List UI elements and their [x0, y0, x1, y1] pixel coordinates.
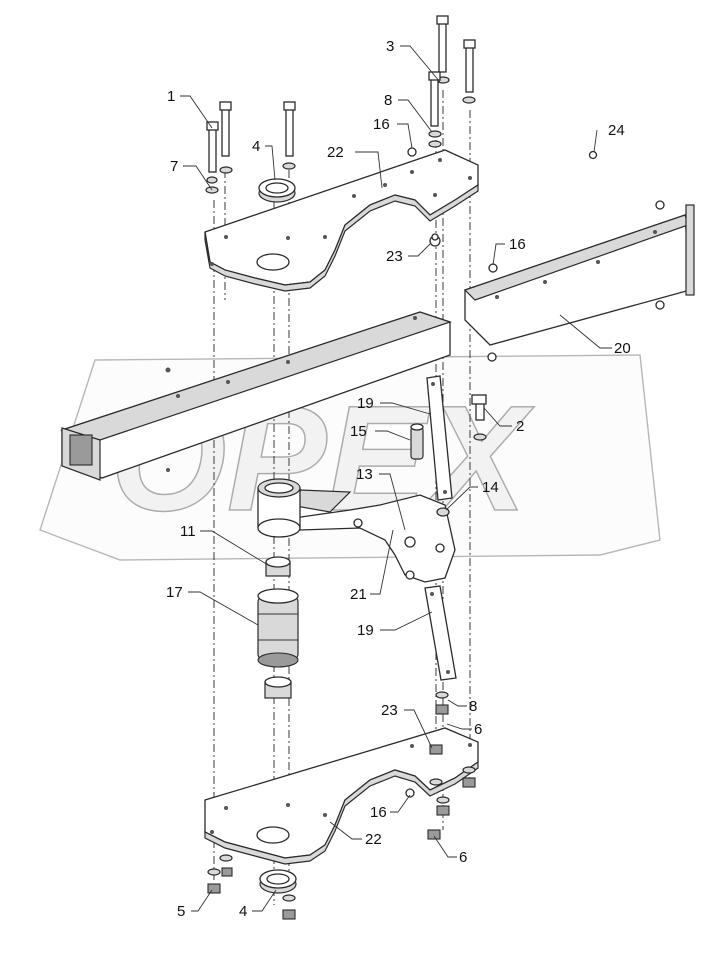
bushing-ring-lower [259, 869, 297, 894]
callout-16-lower: 16 [370, 804, 387, 821]
callout-23-upper: 23 [386, 248, 403, 265]
lower-plate-22 [204, 727, 479, 865]
callout-5: 5 [177, 903, 185, 920]
callout-4-upper: 4 [252, 138, 260, 155]
bolts-upper-right [407, 15, 476, 157]
left-beam [59, 311, 452, 481]
leader-lines [180, 45, 612, 912]
callout-21: 21 [350, 586, 367, 603]
callout-22-lower: 22 [365, 831, 382, 848]
pin-15 [410, 423, 424, 460]
bushing-11 [265, 556, 291, 577]
callout-11: 11 [180, 523, 196, 540]
callout-19-upper: 19 [357, 395, 374, 412]
callout-7: 7 [170, 158, 178, 175]
callout-6-upper: 6 [474, 721, 482, 738]
callout-24: 24 [608, 122, 625, 139]
bolt-2 [471, 394, 487, 441]
callout-16-right: 16 [509, 236, 526, 253]
callout-1: 1 [167, 88, 175, 105]
right-beam-20 [463, 150, 695, 362]
bushing-lower [264, 676, 292, 699]
callout-8-upper: 8 [384, 92, 392, 109]
callout-4-lower: 4 [239, 903, 247, 920]
callout-6-lower: 6 [459, 849, 467, 866]
callout-17: 17 [166, 584, 183, 601]
callout-8-lower: 8 [469, 698, 477, 715]
upper-plate-22 [204, 149, 479, 292]
nuts-lower [207, 233, 476, 920]
callout-22-upper: 22 [327, 144, 344, 161]
callout-labels: 1 2 3 4 4 5 6 6 7 8 8 11 13 14 15 16 16 … [166, 38, 631, 920]
callout-16-top: 16 [373, 116, 390, 133]
lever-21 [277, 489, 456, 583]
pivot-tube [257, 478, 301, 538]
bolts-upper-left [205, 101, 296, 194]
callout-2: 2 [516, 418, 524, 435]
callout-19-lower: 19 [357, 622, 374, 639]
callout-20: 20 [614, 340, 631, 357]
link-bar-19-lower [424, 585, 457, 681]
callout-15: 15 [350, 423, 367, 440]
callout-23-lower: 23 [381, 702, 398, 719]
spindle-17 [257, 588, 299, 668]
bushing-ring-upper [258, 178, 296, 203]
link-bar-19-upper [426, 375, 453, 501]
callout-14: 14 [482, 479, 499, 496]
callout-3: 3 [386, 38, 394, 55]
callout-13: 13 [356, 466, 373, 483]
